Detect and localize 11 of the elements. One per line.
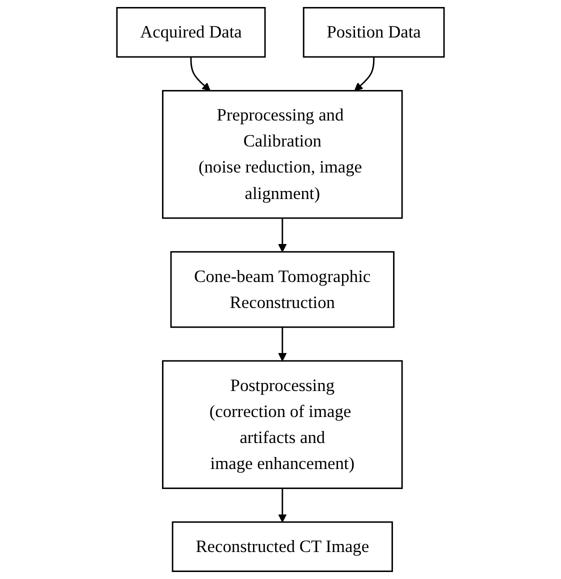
arrow bbox=[278, 327, 287, 362]
node-box: Cone-beam Tomographic Reconstruction bbox=[170, 251, 395, 328]
node-box: Acquired Data bbox=[116, 7, 266, 58]
node-box: Preprocessing and Calibration (noise reduction, image alignment) bbox=[162, 90, 403, 219]
arrow bbox=[278, 218, 287, 252]
node-box: Reconstructed CT Image bbox=[172, 521, 393, 572]
node-box: Position Data bbox=[302, 7, 445, 58]
node-box: Postprocessing (correction of image artifacts and image enhancement) bbox=[162, 360, 403, 490]
arrow bbox=[278, 488, 287, 522]
arrow bbox=[354, 56, 375, 92]
arrow bbox=[190, 56, 211, 92]
